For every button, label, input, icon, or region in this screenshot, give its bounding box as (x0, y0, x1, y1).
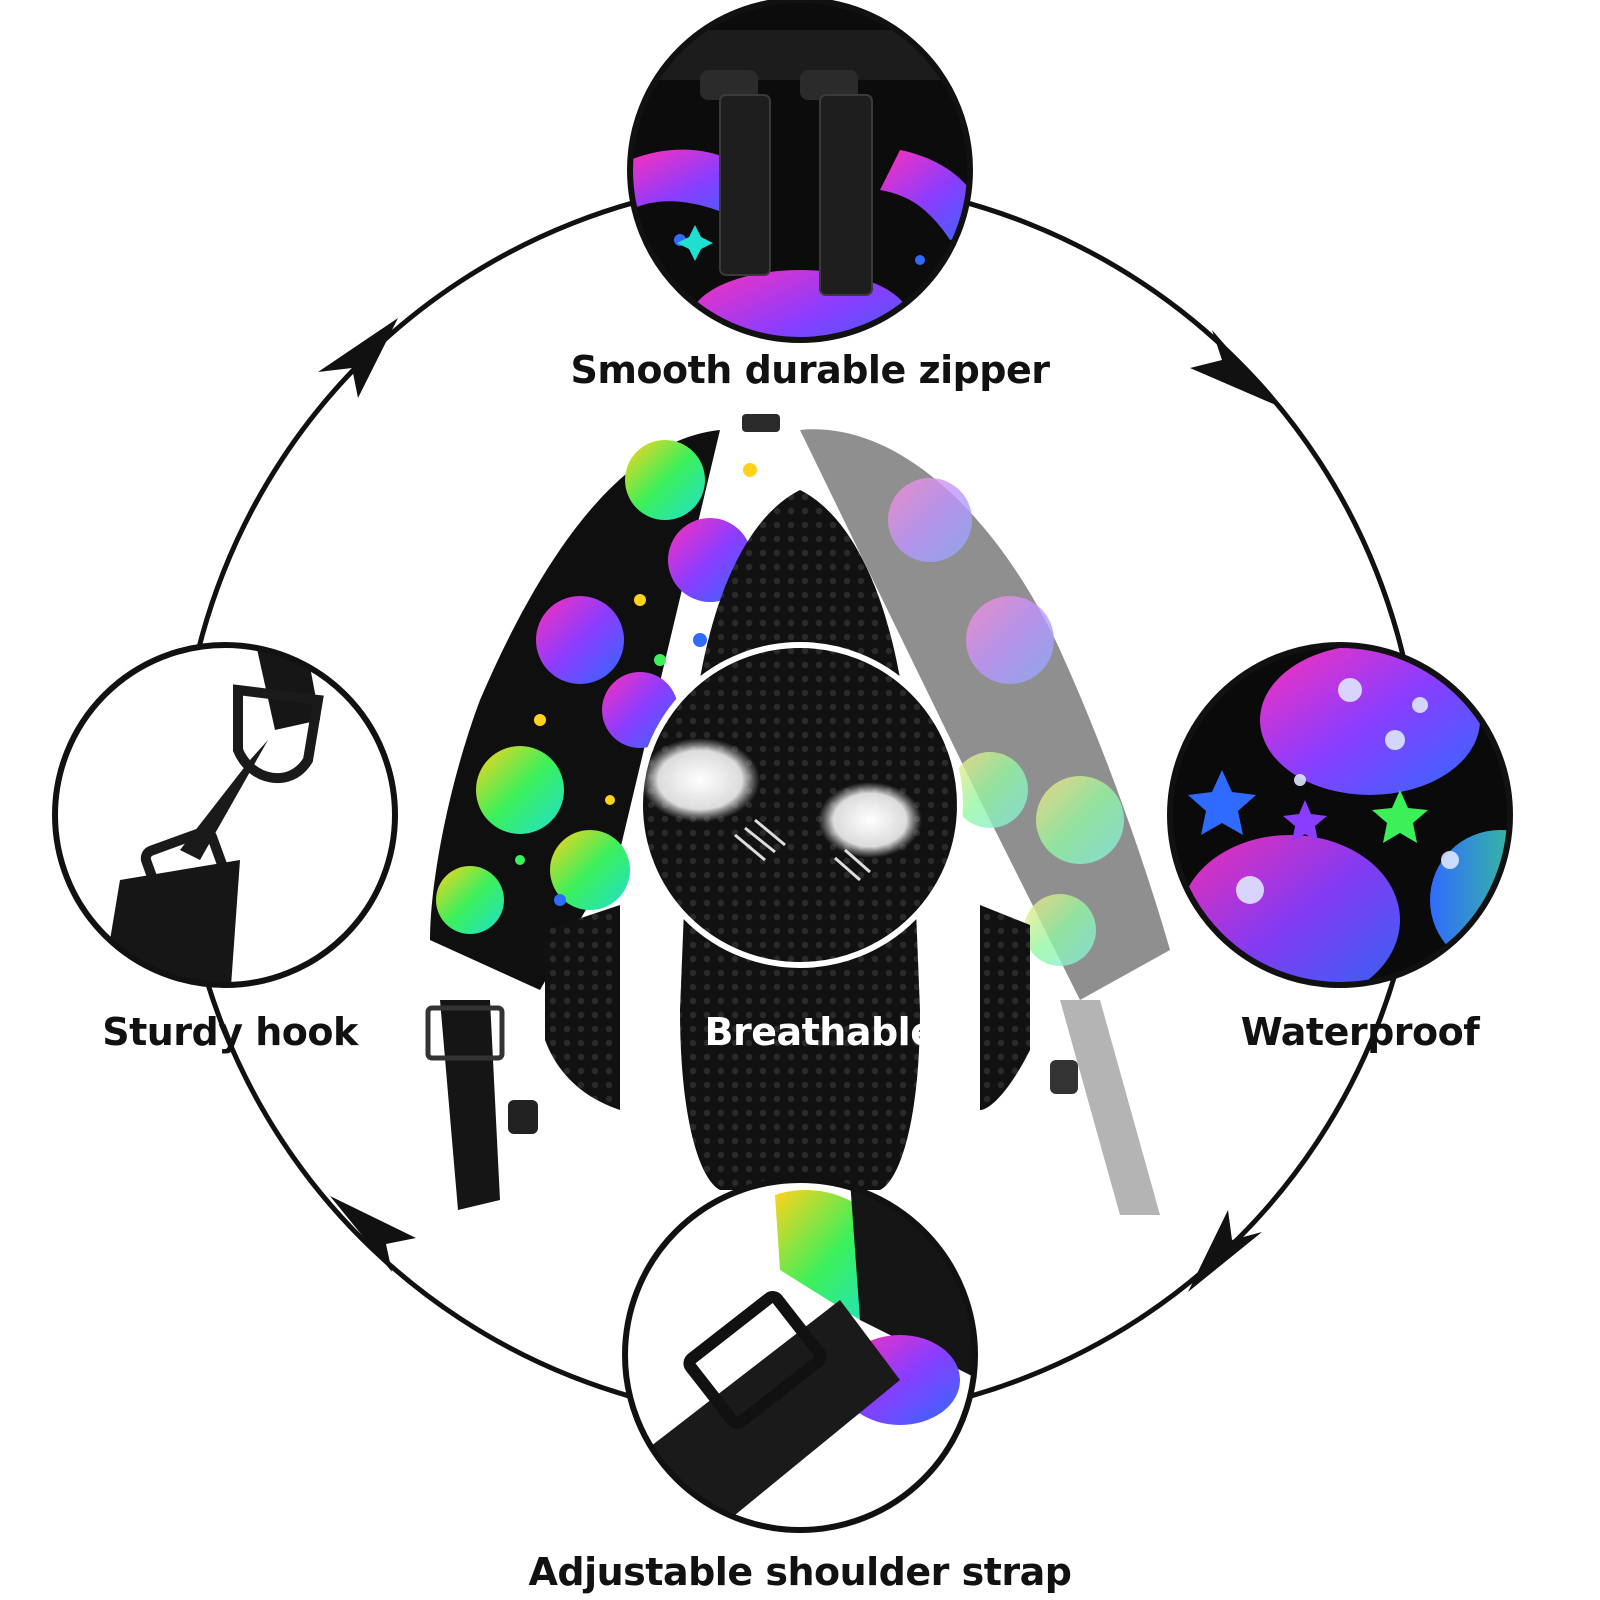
feature-label-breathable: Breathable (704, 1010, 936, 1054)
feature-label-waterproof: Waterproof (1240, 1010, 1480, 1054)
arrow-right-upper-icon (1188, 1210, 1262, 1292)
strap-detail-circle (622, 1177, 978, 1533)
waterproof-detail-circle (1167, 642, 1513, 988)
feature-label-zipper: Smooth durable zipper (570, 348, 1050, 392)
breathable-detail (637, 642, 963, 968)
arrow-right-down-icon (1190, 330, 1278, 406)
arrow-left-up-icon (318, 318, 398, 398)
feature-label-hook: Sturdy hook (102, 1010, 358, 1054)
feature-label-strap: Adjustable shoulder strap (528, 1550, 1072, 1594)
arrow-left-lower-icon (330, 1196, 416, 1272)
zipper-detail-circle (627, 0, 973, 343)
hook-detail-circle (52, 642, 398, 988)
